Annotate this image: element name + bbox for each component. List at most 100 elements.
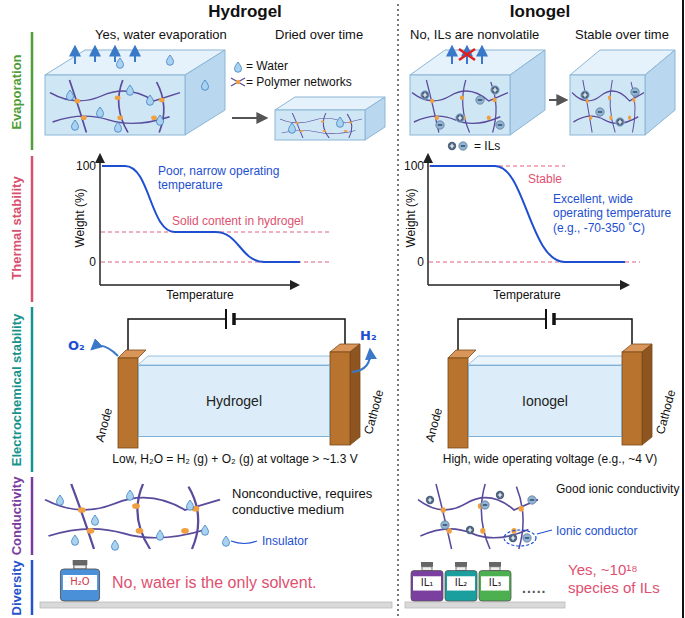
gas-label: O₂ [68,338,85,354]
blocked-arrows [452,47,482,64]
ionogel-slabs-part [410,75,510,135]
ionogel-cell-part [554,319,632,344]
ionogel-network-part [466,526,474,534]
ionogel-network-part [441,521,449,529]
process-arrow [549,99,566,101]
box-label: Hydrogel [206,393,262,409]
shelves [40,602,565,608]
gel-box: Hydrogel [138,365,330,437]
bottle-part [74,565,86,569]
column-heading: Hydrogel [208,2,282,22]
callout-text: Insulator [262,534,308,548]
hydrogel-slabs-part [289,123,296,133]
ionogel-cell-part [642,344,652,445]
blocked-arrows-part-part [481,47,483,64]
box-label: Ionogel [522,393,568,409]
shelves-part [405,602,565,608]
bottle-label: IL₁ [409,577,445,589]
bottle-part [421,562,433,567]
frame-lines [398,0,683,618]
hydrogel-slabs [45,50,385,140]
hydrogel-slabs-part [185,50,225,135]
caption-text: No, water is the only solvent. [112,573,317,592]
axis-title: Temperature [493,288,560,302]
bottle-part [455,562,467,567]
caption-text: Dried over time [275,27,363,43]
hydrogel-slabs-part [202,80,209,90]
curve-note: Excellent, wide operating temperature (e… [553,192,679,235]
ionogel-slabs-part [570,75,645,135]
caption-text: Low, H₂O = H₂ (g) + O₂ (g) at voltage > … [112,452,357,466]
legend-text: = Water [246,59,288,73]
solvent-bottle: H₂O [58,560,102,602]
solvent-bottle: IL₂ [443,562,479,602]
hydrogel-slabs-part [97,107,104,117]
ionogel-slabs-part [436,121,444,129]
row-bars-part [31,477,34,555]
electrode-label: Anode [93,406,116,443]
legend-icons-part [236,80,240,84]
caption-text: Stable over time [575,27,669,43]
legend-icons-part [231,78,245,86]
ionogel-slabs-part [421,91,429,99]
hydrogel-slabs-part [157,115,164,125]
bottle-part [422,567,432,571]
hydrogel-slabs-part [115,122,122,132]
ionogel-tga-chart-part [427,155,429,285]
gas-label: H₂ [360,328,377,344]
hydrogel-slabs-part [117,58,124,68]
hydrogel-slabs-part [67,90,74,100]
hydrogel-slabs-part [167,55,174,65]
bottle-part [73,560,88,565]
ionogel-slabs [410,50,675,135]
bottle-label: IL₂ [443,577,479,589]
hydrogel-network-part [231,541,257,544]
row-bars-part [31,560,34,615]
hydrogel-network-part [92,515,99,525]
hydrogel-slabs-part [147,95,154,105]
blocked-arrows-part-part [451,47,453,64]
caption-text: Yes, ~10¹⁸ species of ILs [568,561,678,597]
ionogel-slabs-part [476,96,484,104]
curve-note: Poor, narrow operating temperature [158,164,290,193]
axis-tick: 100 [404,159,424,173]
hydrogel-cell-part [118,358,138,448]
row-bars-part [31,307,34,472]
callout-text: Ionic conductor [556,524,637,538]
evaporation-arrows-part [94,47,96,62]
gel-box: Ionogel [468,365,622,437]
electrode-label: Cathode [361,388,387,436]
ionogel-cell-part [448,350,476,358]
curve-note: Stable [528,172,562,186]
row-name: Thermal stability [9,176,25,279]
row-name: Electrochemical stability [9,314,25,466]
shelves-part [40,602,392,608]
ionogel-slabs-part [616,118,624,126]
hydrogel-cell [92,309,370,448]
hydrogel-network-part [223,536,230,546]
caption-text: Nonconductive, requires conductive mediu… [232,486,390,517]
ionogel-slabs-part [581,91,589,99]
axis-title: Temperature [166,288,233,302]
hydrogel-network-part [127,490,134,500]
ionogel-network [418,484,552,549]
hydrogel-tga-chart-part [100,284,298,286]
ionogel-tga-chart-part [428,284,628,286]
row-bars-part [31,156,34,302]
axis-title: Weight (%) [404,188,418,247]
evaporation-arrows-part [114,47,116,62]
ionogel-cell-part [622,352,642,445]
axis-title: Weight (%) [73,188,87,247]
ionogel-cell-part [458,319,546,350]
hydrogel-network-part [202,525,209,535]
hydrogel-cell-part [350,344,360,445]
ionogel-slabs-part [510,50,545,135]
hydrogel-cell-part [330,352,350,445]
hydrogel-cell-part [118,350,146,358]
ionogel-slabs-part [491,86,499,94]
bottle-label: H₂O [58,576,102,588]
row-bars [31,32,34,615]
caption-text: No, ILs are nonvolatile [410,27,539,43]
hydrogel-slabs-part [127,85,134,95]
